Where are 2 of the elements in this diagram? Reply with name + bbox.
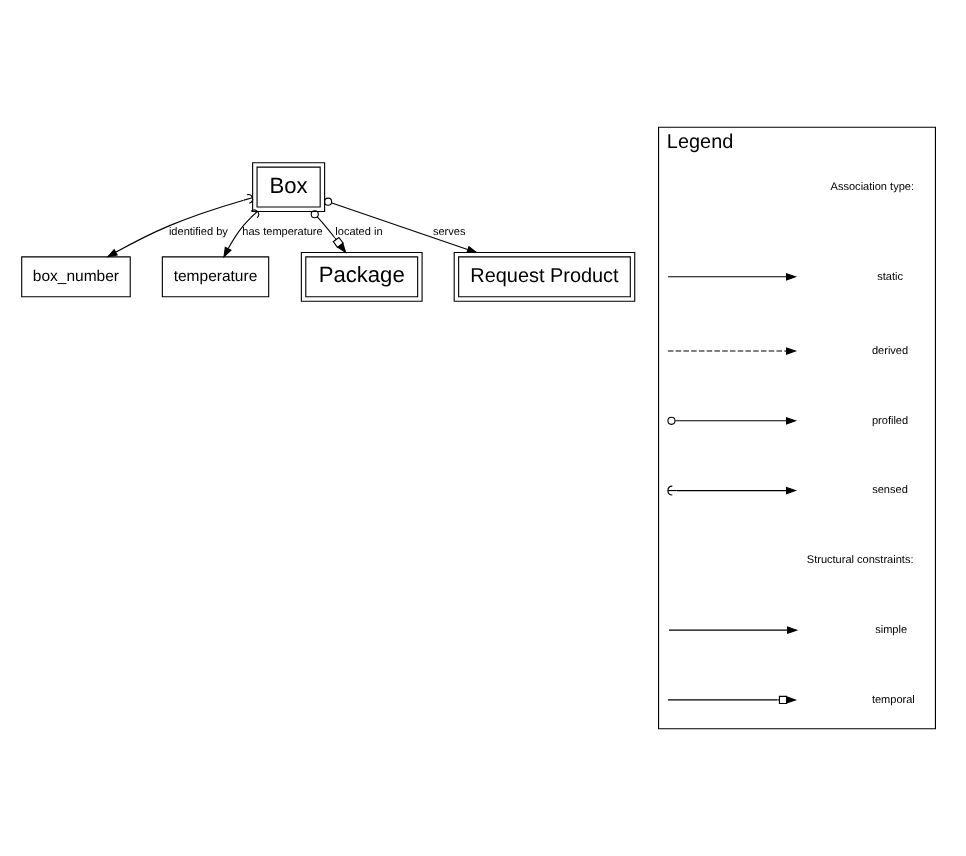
arrow xyxy=(223,209,260,259)
arrow xyxy=(106,193,254,258)
